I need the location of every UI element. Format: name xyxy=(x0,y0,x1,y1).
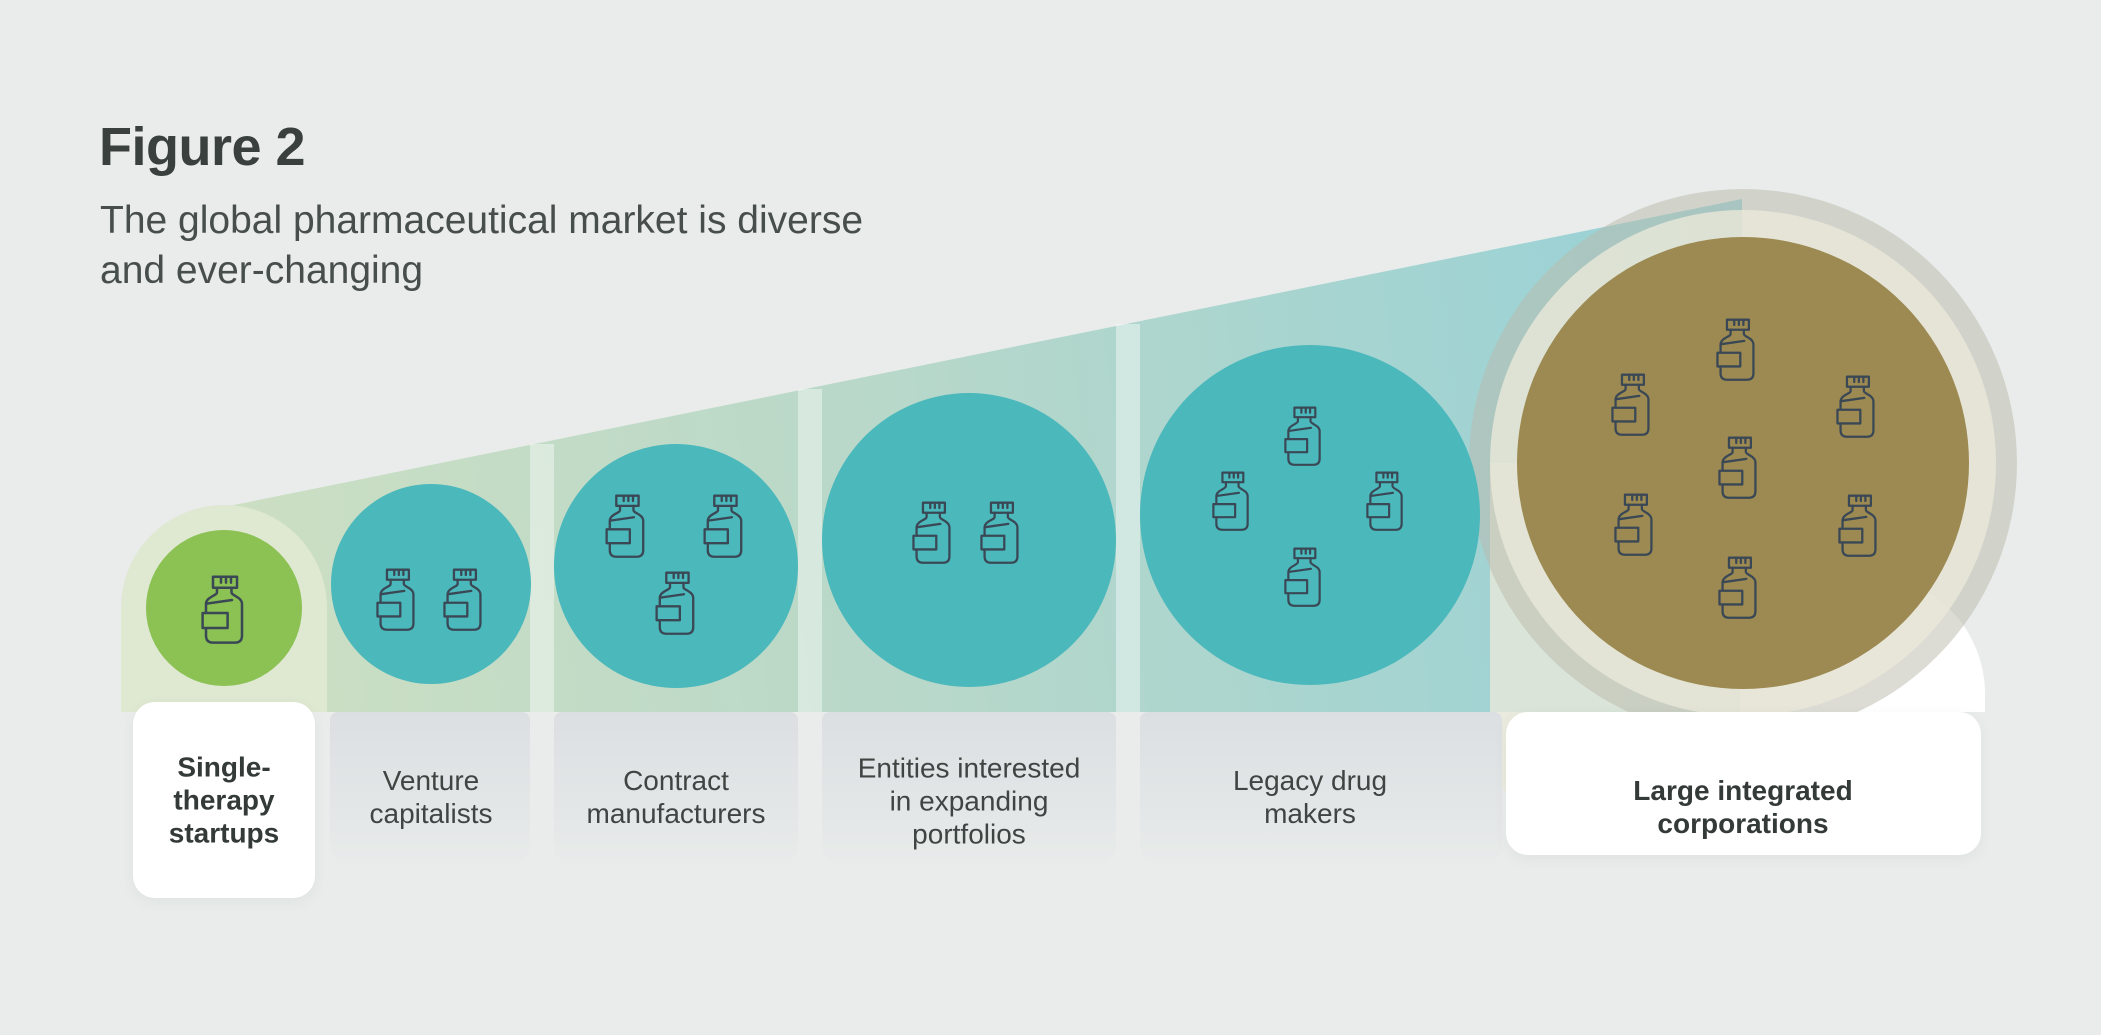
medicine-bottle-icon xyxy=(1716,318,1758,387)
figure-subtitle: The global pharmaceutical market is dive… xyxy=(100,196,863,296)
segment-label-line: manufacturers xyxy=(586,798,766,829)
medicine-bottle-icon xyxy=(702,494,746,564)
medicine-bottle-icon xyxy=(1836,375,1878,444)
segment-circle-entities-interested-in-expanding-portfolios xyxy=(822,393,1116,687)
segment-label-line: Contract xyxy=(623,765,729,796)
segment-circle-contract-manufacturers xyxy=(554,444,798,688)
segment-label-line: Large integrated xyxy=(1633,775,1853,806)
segment-card-contract-manufacturers xyxy=(554,712,798,864)
segment-label-line: corporations xyxy=(1657,808,1829,839)
segment-card-single-therapy-startups xyxy=(133,702,315,898)
medicine-bottle-icon xyxy=(1611,373,1653,442)
medicine-bottle-icon xyxy=(980,501,1022,570)
column-gap-strip xyxy=(530,444,554,712)
medicine-bottle-icon xyxy=(1718,436,1760,505)
segment-circle-large-integrated-corporations xyxy=(1517,237,1969,689)
segment-card-entities-interested-in-expanding-portfolios xyxy=(822,712,1116,864)
medicine-bottle-icon xyxy=(1284,547,1324,613)
medicine-bottle-icon xyxy=(1366,471,1406,537)
figure-title: Figure 2 xyxy=(99,117,306,177)
segment-card-venture-capitalists xyxy=(330,712,530,864)
figure-subtitle-line-2: and ever-changing xyxy=(100,249,424,292)
medicine-bottle-icon xyxy=(912,501,954,570)
medicine-bottle-icon xyxy=(654,571,698,641)
segment-label-line: Legacy drug xyxy=(1232,765,1388,796)
segment-card-legacy-drug-makers xyxy=(1140,712,1502,864)
segment-card-large-integrated-corporations xyxy=(1506,712,1981,855)
segment-label-line: in expanding xyxy=(889,785,1049,817)
segment-label-line: startups xyxy=(168,817,280,849)
medicine-bottle-icon xyxy=(443,568,485,637)
column-gap-strip xyxy=(798,389,822,712)
segment-circle-legacy-drug-makers xyxy=(1140,345,1480,685)
medicine-bottle-icon xyxy=(1614,493,1656,562)
medicine-bottle-icon xyxy=(1284,406,1324,472)
medicine-bottle-icon xyxy=(376,568,418,637)
segment-label-line: capitalists xyxy=(369,798,493,829)
segment-circle-venture-capitalists xyxy=(331,484,531,684)
segment-label-line: Venture xyxy=(382,765,480,796)
medicine-bottle-icon xyxy=(1718,556,1760,625)
medicine-bottle-icon xyxy=(604,494,648,564)
segment-circle-single-therapy-startups xyxy=(146,530,302,686)
figure-subtitle-line-1: The global pharmaceutical market is dive… xyxy=(100,199,864,242)
medicine-bottle-icon xyxy=(1212,471,1252,537)
column-gap-strip xyxy=(1116,324,1140,712)
segment-label-line: therapy xyxy=(173,784,275,816)
segment-label-line: makers xyxy=(1264,798,1356,829)
segment-label-line: Single- xyxy=(177,751,271,783)
segment-label-line: portfolios xyxy=(912,818,1026,850)
segment-label-line: Entities interested xyxy=(857,752,1081,784)
medicine-bottle-icon xyxy=(201,575,247,650)
medicine-bottle-icon xyxy=(1838,494,1880,563)
